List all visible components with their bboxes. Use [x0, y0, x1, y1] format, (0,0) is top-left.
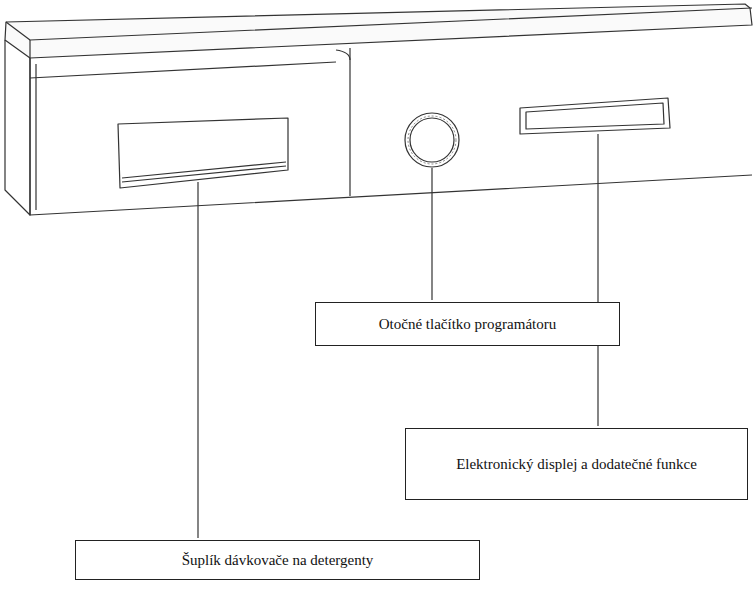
callout-label: Šuplík dávkovače na detergenty	[182, 550, 374, 570]
callout-label: Elektronický displej a dodatečné funkce	[456, 454, 697, 474]
callout-label: Otočné tlačítko programátoru	[379, 314, 556, 334]
callout-box: Elektronický displej a dodatečné funkce	[405, 428, 748, 500]
callout-box: Otočné tlačítko programátoru	[315, 302, 620, 346]
callout-box: Šuplík dávkovače na detergenty	[75, 540, 480, 580]
